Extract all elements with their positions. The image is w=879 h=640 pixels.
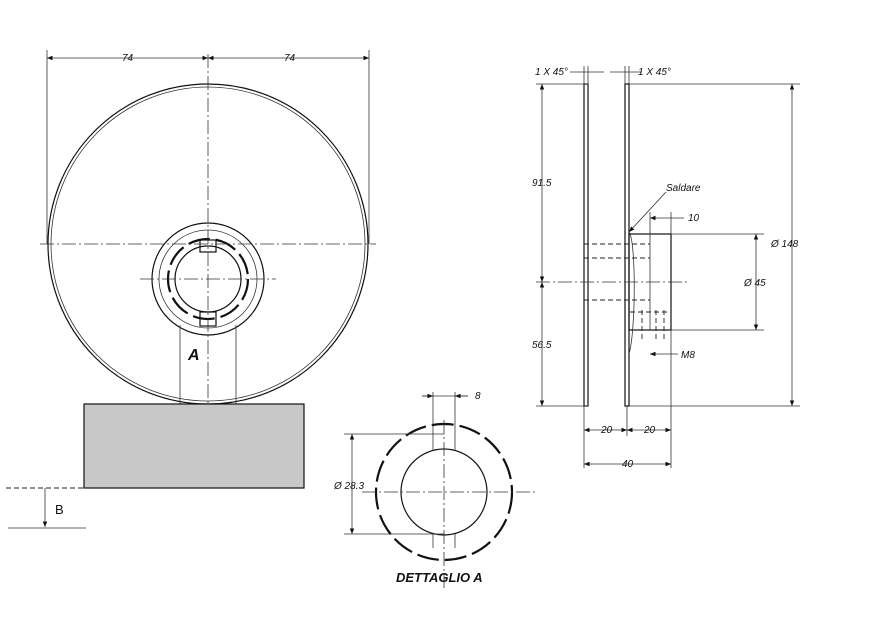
side-weld-leader bbox=[628, 191, 667, 233]
section-b-label: B bbox=[55, 502, 64, 517]
side-dim-hub-length: 10 bbox=[688, 213, 700, 224]
side-dim-hub-diameter: Ø 45 bbox=[743, 278, 766, 289]
side-dim-lower-height: 56.5 bbox=[532, 340, 552, 351]
side-dim-chamfer-left: 1 X 45° bbox=[535, 67, 568, 78]
side-weld-bead bbox=[628, 231, 635, 355]
side-thread-label: M8 bbox=[681, 350, 695, 361]
detail-dim-keyway-width: 8 bbox=[475, 391, 481, 402]
front-dim-right-half: 74 bbox=[284, 53, 296, 64]
side-dim-left-width: 20 bbox=[600, 425, 613, 436]
side-left-plate bbox=[583, 83, 589, 407]
detail-a-view: 8 Ø 28.3 DETTAGLIO A bbox=[333, 391, 538, 590]
side-view: 1 X 45° 1 X 45° 91.5 56.5 Saldare 10 Ø 1… bbox=[532, 66, 800, 470]
side-dim-outer-diameter: Ø 148 bbox=[770, 239, 799, 250]
front-base-block bbox=[83, 403, 305, 489]
detail-callout-label: A bbox=[187, 347, 200, 364]
side-dim-right-width: 20 bbox=[643, 425, 656, 436]
side-dim-total-width: 40 bbox=[622, 459, 634, 470]
detail-title: DETTAGLIO A bbox=[396, 570, 483, 585]
side-dim-upper-height: 91.5 bbox=[532, 178, 552, 189]
front-view: 74 74 A B bbox=[6, 50, 376, 529]
front-dim-left-half: 74 bbox=[122, 53, 134, 64]
side-dim-chamfer-right: 1 X 45° bbox=[638, 67, 671, 78]
detail-dim-diameter: Ø 28.3 bbox=[333, 481, 364, 492]
side-weld-note: Saldare bbox=[666, 183, 701, 194]
